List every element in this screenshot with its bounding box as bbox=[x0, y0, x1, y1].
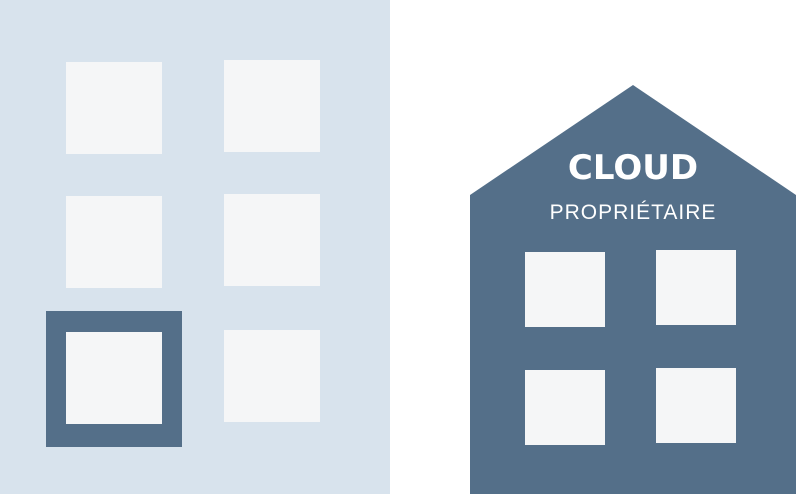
left-building bbox=[0, 0, 390, 494]
left-window bbox=[224, 60, 320, 152]
cloud-logo-text: CLOUD bbox=[567, 148, 699, 188]
left-window bbox=[66, 62, 162, 154]
right-window bbox=[656, 250, 736, 325]
right-window bbox=[656, 368, 736, 443]
logo-subtitle: PROPRIÉTAIRE bbox=[549, 201, 717, 224]
left-window bbox=[224, 194, 320, 286]
right-building: CLOUD PROPRIÉTAIRE bbox=[470, 85, 796, 494]
right-window bbox=[525, 370, 605, 445]
left-window bbox=[66, 196, 162, 288]
left-window-highlighted bbox=[66, 332, 162, 424]
left-window bbox=[224, 330, 320, 422]
right-window bbox=[525, 252, 605, 327]
cloud-logo: CLOUD bbox=[470, 147, 796, 189]
